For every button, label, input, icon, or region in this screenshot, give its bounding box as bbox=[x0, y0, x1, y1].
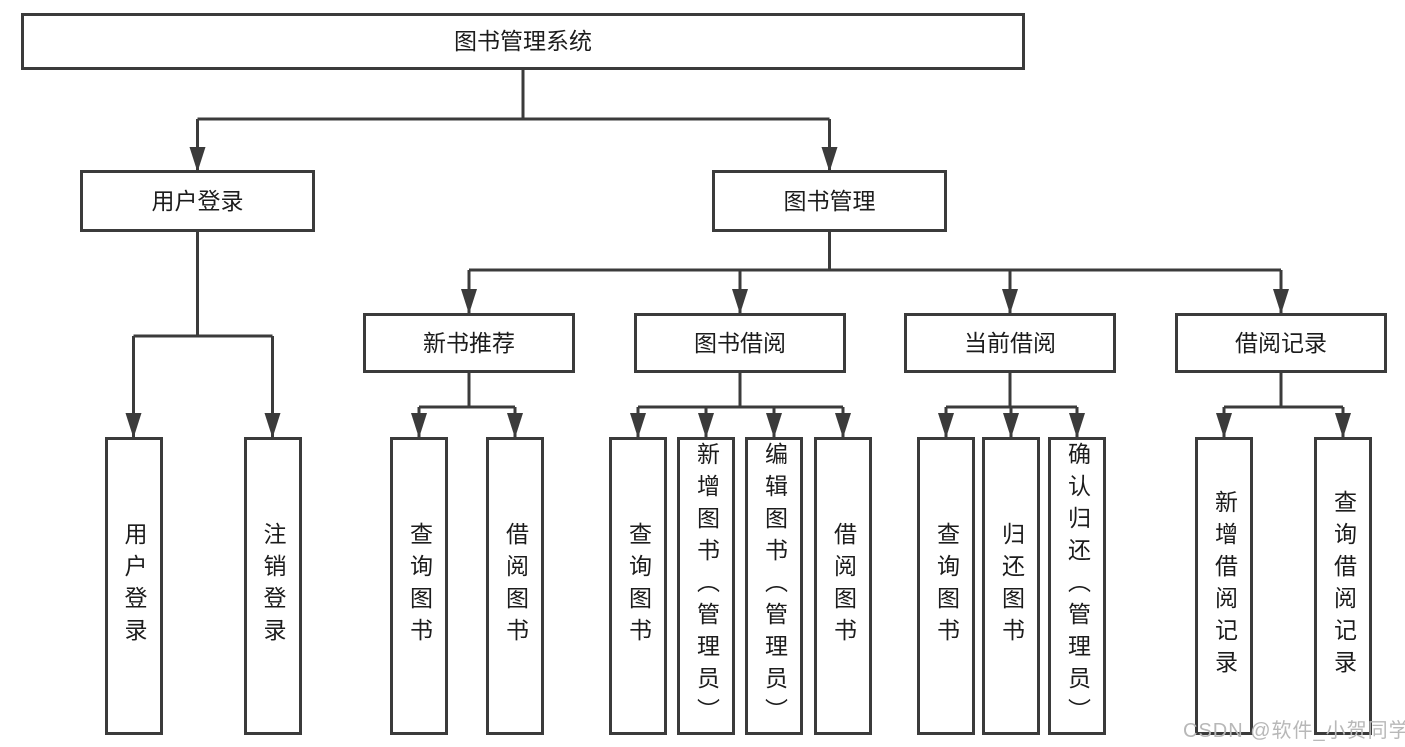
node-leaf-current-query-books-label: 查询图书 bbox=[933, 522, 960, 650]
node-current-borrowing-label: 当前借阅 bbox=[964, 329, 1056, 356]
node-leaf-logout-label: 注销登录 bbox=[260, 522, 286, 650]
node-leaf-confirm-return-admin: 确认归还（管理员） bbox=[1048, 437, 1106, 735]
node-leaf-edit-books-admin-label: 编辑图书（管理员） bbox=[761, 442, 788, 730]
arrowhead-icon bbox=[698, 413, 714, 438]
arrowhead-icon bbox=[189, 147, 206, 172]
connector-recommend-to-leaves bbox=[417, 370, 517, 438]
node-book-borrowing: 图书借阅 bbox=[634, 313, 846, 373]
arrowhead-icon bbox=[821, 147, 838, 172]
node-leaf-query-borrow-record-label: 查询借阅记录 bbox=[1330, 490, 1357, 682]
connector-records-to-leaves bbox=[1222, 370, 1345, 438]
node-leaf-add-books-admin-label: 新增图书（管理员） bbox=[693, 442, 720, 730]
arrowhead-icon bbox=[1335, 413, 1351, 438]
node-leaf-recommend-query-books-label: 查询图书 bbox=[406, 522, 433, 650]
node-leaf-edit-books-admin: 编辑图书（管理员） bbox=[745, 437, 803, 735]
arrowhead-icon bbox=[461, 289, 477, 314]
arrowhead-icon bbox=[1002, 289, 1018, 314]
connector-root-to-level2 bbox=[196, 70, 831, 172]
node-root-system: 图书管理系统 bbox=[21, 13, 1025, 70]
connector-book-management-to-level3 bbox=[467, 232, 1283, 314]
arrowhead-icon bbox=[125, 413, 142, 438]
node-leaf-add-borrow-record: 新增借阅记录 bbox=[1195, 437, 1253, 735]
node-user-login: 用户登录 bbox=[80, 170, 315, 232]
arrowhead-icon bbox=[938, 413, 954, 438]
node-new-book-recommendation: 新书推荐 bbox=[363, 313, 575, 373]
arrowhead-icon bbox=[1216, 413, 1232, 438]
node-leaf-user-login-label: 用户登录 bbox=[121, 522, 147, 650]
node-borrowing-records: 借阅记录 bbox=[1175, 313, 1387, 373]
node-leaf-recommend-borrow-books-label: 借阅图书 bbox=[502, 522, 529, 650]
node-leaf-return-books: 归还图书 bbox=[982, 437, 1040, 735]
node-book-management-label: 图书管理 bbox=[783, 187, 876, 214]
node-leaf-borrow-query-books: 查询图书 bbox=[609, 437, 667, 735]
node-leaf-borrow-borrow-books: 借阅图书 bbox=[814, 437, 872, 735]
node-borrowing-records-label: 借阅记录 bbox=[1235, 329, 1327, 356]
node-new-book-recommendation-label: 新书推荐 bbox=[423, 329, 515, 356]
node-leaf-return-books-label: 归还图书 bbox=[998, 522, 1025, 650]
arrowhead-icon bbox=[835, 413, 851, 438]
connector-borrowing-to-leaves bbox=[636, 370, 845, 438]
arrowhead-icon bbox=[1273, 289, 1289, 314]
node-leaf-current-query-books: 查询图书 bbox=[917, 437, 975, 735]
arrowhead-icon bbox=[1003, 413, 1019, 438]
node-book-borrowing-label: 图书借阅 bbox=[694, 329, 786, 356]
node-leaf-borrow-borrow-books-label: 借阅图书 bbox=[830, 522, 857, 650]
csdn-watermark: CSDN @软件_小贺同学 bbox=[1183, 720, 1405, 742]
node-root-system-label: 图书管理系统 bbox=[454, 28, 592, 54]
node-leaf-user-login: 用户登录 bbox=[104, 437, 163, 735]
arrowhead-icon bbox=[630, 413, 646, 438]
arrowhead-icon bbox=[264, 413, 281, 438]
node-leaf-logout: 注销登录 bbox=[243, 437, 302, 735]
connector-group bbox=[132, 70, 1345, 438]
node-leaf-borrow-query-books-label: 查询图书 bbox=[625, 522, 652, 650]
node-leaf-recommend-borrow-books: 借阅图书 bbox=[486, 437, 544, 735]
node-user-login-label: 用户登录 bbox=[151, 187, 244, 214]
arrowhead-icon bbox=[1069, 413, 1085, 438]
arrowheads-group bbox=[125, 147, 1351, 438]
arrowhead-icon bbox=[507, 413, 523, 438]
node-leaf-add-books-admin: 新增图书（管理员） bbox=[677, 437, 735, 735]
node-leaf-add-borrow-record-label: 新增借阅记录 bbox=[1211, 490, 1238, 682]
node-leaf-confirm-return-admin-label: 确认归还（管理员） bbox=[1064, 442, 1091, 730]
node-book-management: 图书管理 bbox=[712, 170, 947, 232]
arrowhead-icon bbox=[732, 289, 748, 314]
arrowhead-icon bbox=[411, 413, 427, 438]
connector-user-login-to-leaves bbox=[132, 232, 274, 438]
node-leaf-recommend-query-books: 查询图书 bbox=[390, 437, 448, 735]
node-leaf-query-borrow-record: 查询借阅记录 bbox=[1314, 437, 1372, 735]
node-current-borrowing: 当前借阅 bbox=[904, 313, 1116, 373]
arrowhead-icon bbox=[766, 413, 782, 438]
